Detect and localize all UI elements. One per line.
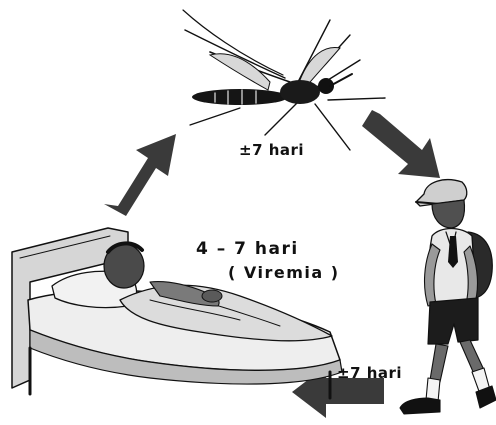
arrow-mosquito-to-child — [362, 110, 440, 178]
child-illustration — [400, 180, 496, 414]
child-to-patient-duration-label: ±7 hari — [337, 364, 402, 382]
mosquito-to-child-duration-label: ±7 hari — [239, 141, 304, 159]
mosquito-illustration — [183, 10, 385, 150]
viremia-label: ( Viremia ) — [228, 263, 340, 282]
sick-period-label: 4 – 7 hari — [196, 239, 299, 259]
arrow-bed-to-mosquito — [104, 134, 176, 216]
